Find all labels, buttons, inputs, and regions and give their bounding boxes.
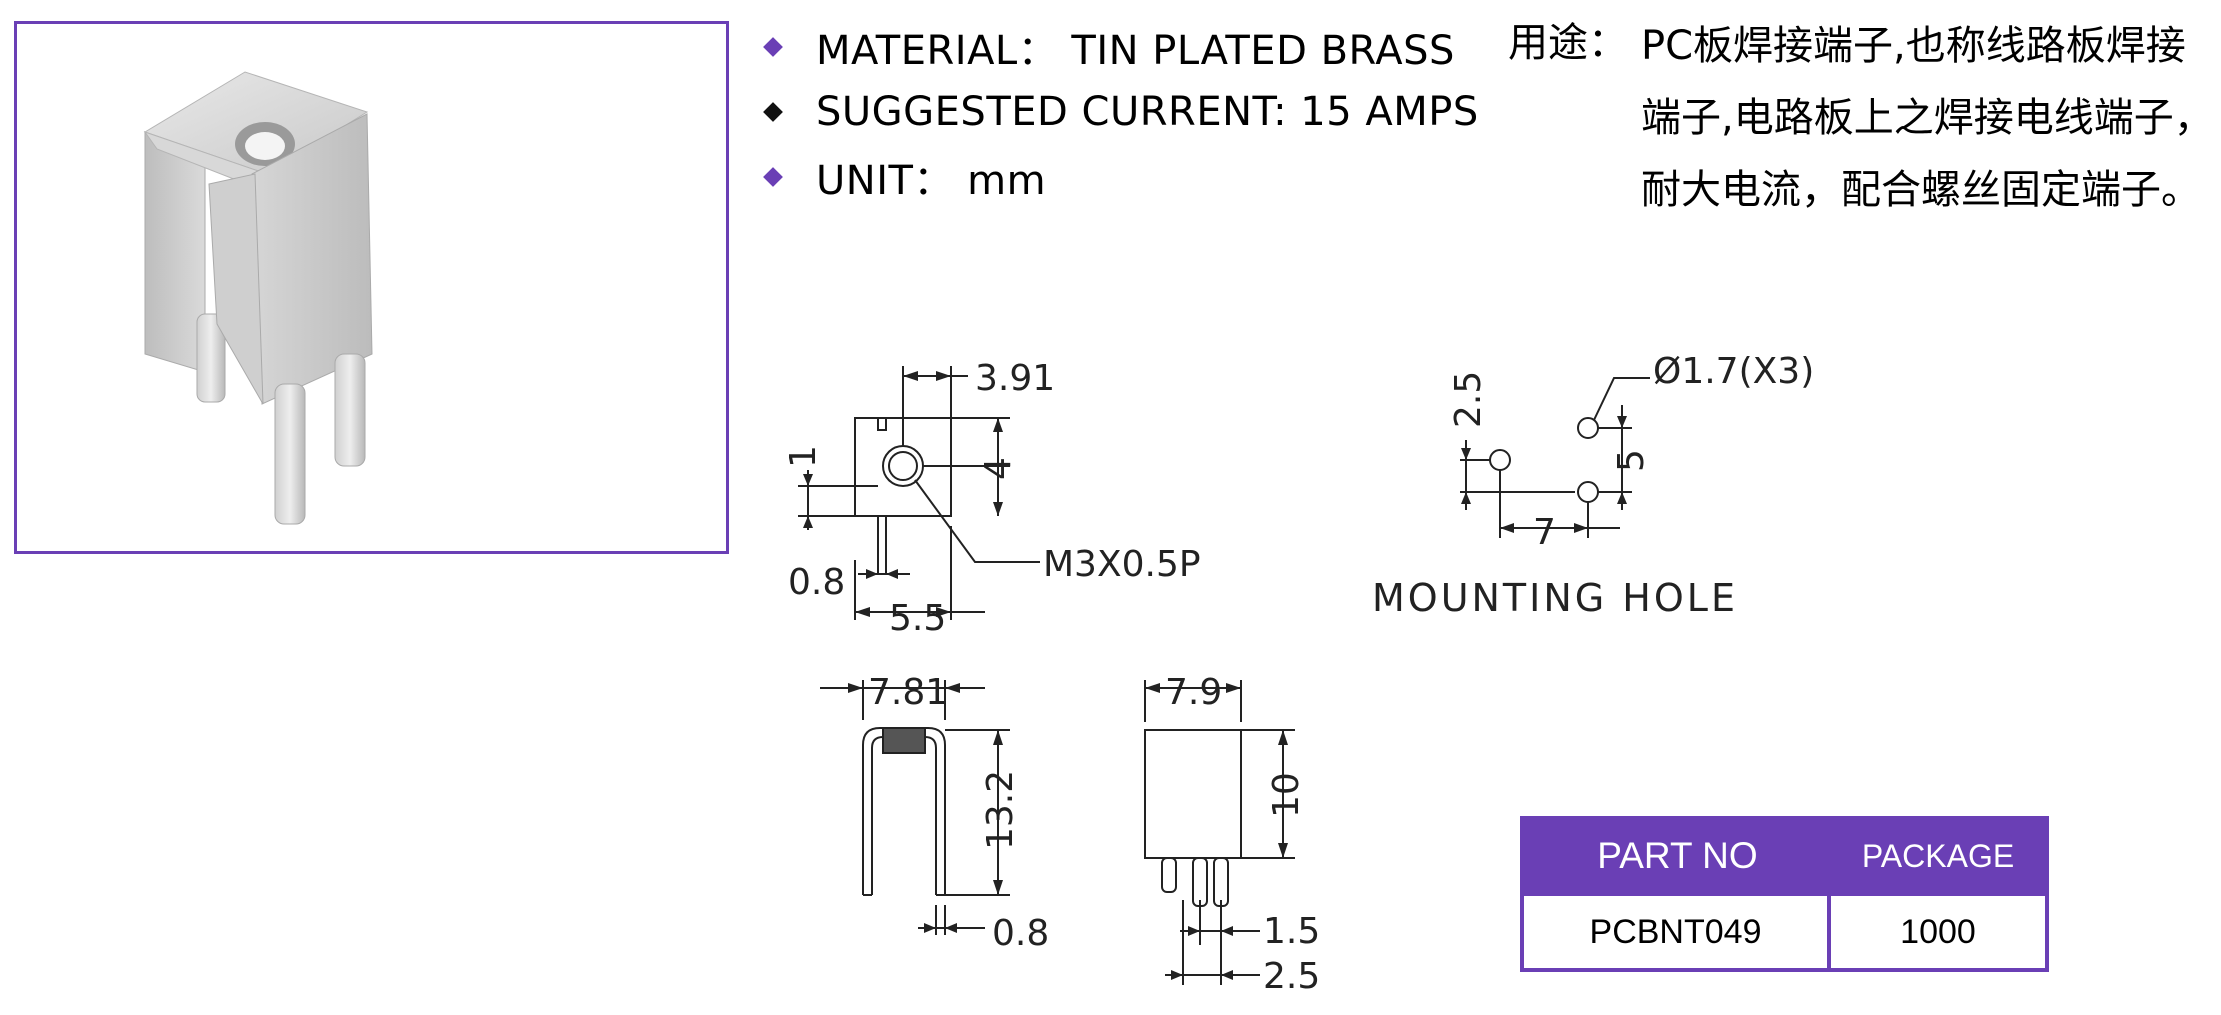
dim-0-8-top: 0.8	[788, 562, 845, 603]
dim-1-5: 1.5	[1263, 911, 1320, 952]
spec-text: MATERIAL： TIN PLATED BRASS	[816, 27, 1455, 74]
spec-text: SUGGESTED CURRENT: 15 AMPS	[816, 88, 1479, 135]
table-header-row: PART NO PACKAGE	[1524, 820, 2045, 892]
dim-7-mount: 7	[1533, 512, 1556, 553]
dim-5-mount: 5	[1611, 449, 1652, 472]
dim-3-91: 3.91	[975, 358, 1055, 399]
mounting-hole-label: MOUNTING HOLE	[1372, 576, 1738, 620]
dim-1: 1	[783, 445, 824, 468]
header-part-no: PART NO	[1524, 820, 1831, 892]
spec-text: UNIT： mm	[816, 157, 1047, 204]
dim-13-2: 13.2	[980, 770, 1021, 850]
dim-2-5-side: 2.5	[1263, 956, 1320, 997]
header-package: PACKAGE	[1831, 820, 2045, 892]
usage-text: PC板焊接端子,也称线路板焊接端子,电路板上之焊接电线端子，耐大电流，配合螺丝固…	[1641, 23, 2214, 213]
cell-package: 1000	[1831, 892, 2045, 968]
usage-label: 用途：	[1508, 20, 1628, 66]
part-table: PART NO PACKAGE PCBNT049 1000	[1520, 816, 2049, 972]
thread-spec: M3X0.5P	[1043, 544, 1201, 585]
dim-0-8-front: 0.8	[992, 913, 1049, 954]
dim-2-5-mount: 2.5	[1448, 371, 1489, 428]
dim-10: 10	[1266, 772, 1307, 818]
dimension-arrows	[803, 371, 1627, 980]
dim-4: 4	[978, 457, 1019, 480]
cell-part-no: PCBNT049	[1524, 892, 1831, 968]
product-photo-frame	[14, 21, 729, 554]
dim-5-5: 5.5	[889, 598, 946, 639]
dim-7-81: 7.81	[868, 672, 948, 713]
terminal-photo	[143, 71, 373, 525]
spec-current: SUGGESTED CURRENT: 15 AMPS	[760, 79, 1479, 144]
spec-material: MATERIAL： TIN PLATED BRASS	[760, 14, 1479, 79]
dim-7-9: 7.9	[1165, 672, 1222, 713]
spec-list: MATERIAL： TIN PLATED BRASS SUGGESTED CUR…	[760, 14, 1479, 209]
hole-diameter: Ø1.7(X3)	[1653, 351, 1814, 392]
spec-unit: UNIT： mm	[760, 144, 1479, 209]
table-row: PCBNT049 1000	[1524, 892, 2045, 968]
